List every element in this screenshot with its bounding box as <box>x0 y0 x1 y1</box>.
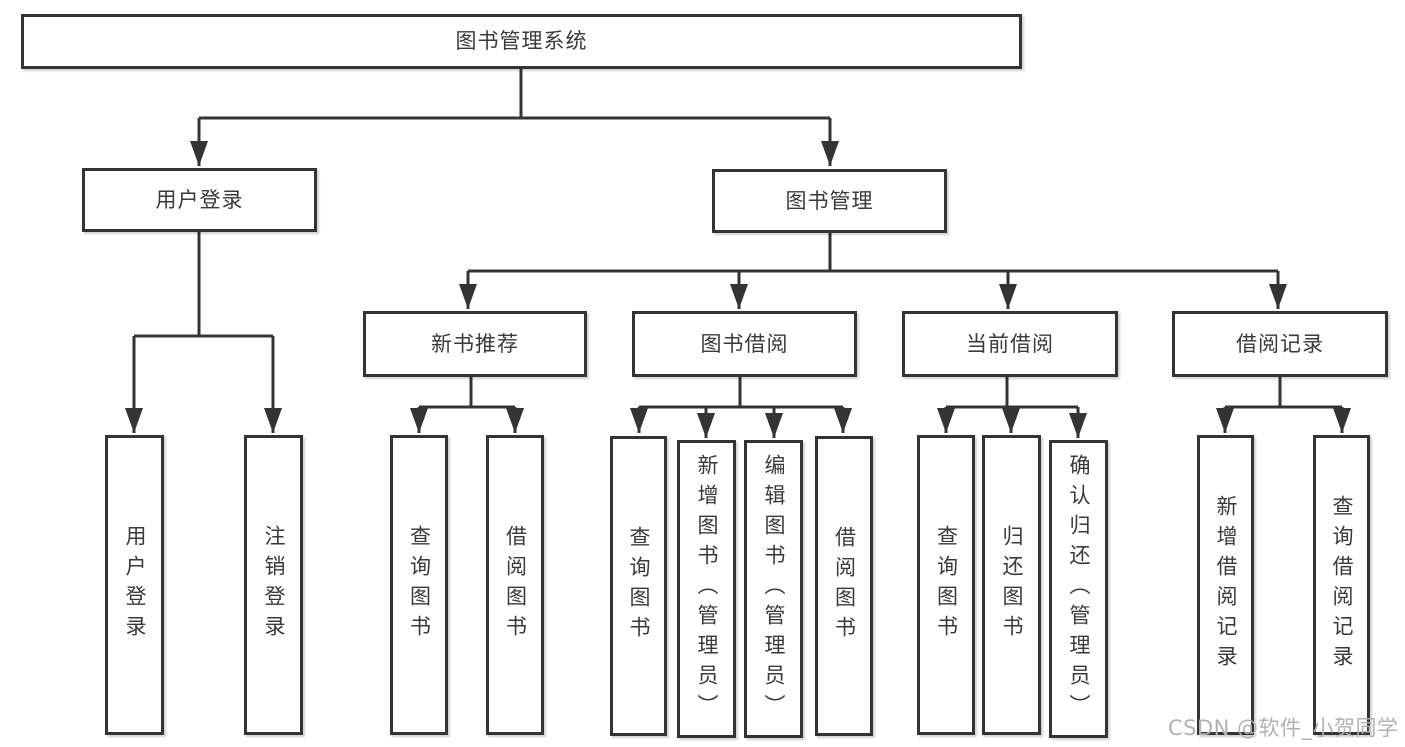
leaf-add-book-admin: 新增图书（管理员） <box>677 440 736 738</box>
leaf-label: 查询借阅记录 <box>1330 495 1354 675</box>
leaf-label: 查询图书 <box>934 525 959 645</box>
node-book-borrowing: 图书借阅 <box>632 311 857 377</box>
leaf-label: 借阅图书 <box>503 525 528 645</box>
leaf-label: 查询图书 <box>407 525 432 645</box>
leaf-label: 归还图书 <box>1000 525 1024 645</box>
leaf-borrow-books-borrowing: 借阅图书 <box>815 436 873 736</box>
leaf-label: 新增借阅记录 <box>1214 495 1238 675</box>
csdn-watermark: CSDN @软件_小贺同学 <box>1168 716 1399 740</box>
leaf-label: 借阅图书 <box>832 526 857 646</box>
leaf-edit-book-admin: 编辑图书（管理员） <box>744 440 803 738</box>
leaf-confirm-return-admin: 确认归还（管理员） <box>1049 440 1108 738</box>
node-user-login: 用户登录 <box>82 168 317 232</box>
node-new-book-recommend: 新书推荐 <box>363 311 587 377</box>
leaf-logout: 注销登录 <box>244 435 303 735</box>
leaf-label: 用户登录 <box>123 525 147 645</box>
leaf-query-books-recommend: 查询图书 <box>390 435 448 735</box>
leaf-user-login: 用户登录 <box>105 435 164 735</box>
leaf-query-books-borrowing: 查询图书 <box>610 436 667 736</box>
node-label: 借阅记录 <box>1236 331 1324 356</box>
node-label: 图书管理 <box>785 188 874 213</box>
node-label: 新书推荐 <box>431 331 519 356</box>
node-label: 当前借阅 <box>966 331 1054 356</box>
leaf-query-books-current: 查询图书 <box>917 435 975 735</box>
leaf-label: 查询图书 <box>627 526 651 646</box>
leaf-label: 注销登录 <box>262 525 286 645</box>
leaf-return-books: 归还图书 <box>982 435 1041 735</box>
node-label: 用户登录 <box>155 187 244 212</box>
leaf-add-borrow-record: 新增借阅记录 <box>1197 435 1254 735</box>
node-label: 图书借阅 <box>700 331 789 356</box>
node-book-management: 图书管理 <box>712 169 947 233</box>
node-library-management-system: 图书管理系统 <box>21 14 1022 69</box>
leaf-label: 新增图书（管理员） <box>695 454 719 724</box>
node-label: 图书管理系统 <box>455 29 588 53</box>
node-current-borrowing: 当前借阅 <box>902 311 1118 377</box>
leaf-label: 编辑图书（管理员） <box>762 454 786 724</box>
leaf-label: 确认归还（管理员） <box>1067 454 1091 724</box>
leaf-borrow-books-recommend: 借阅图书 <box>486 435 544 735</box>
node-borrowing-records: 借阅记录 <box>1172 311 1388 377</box>
leaf-query-borrow-record: 查询借阅记录 <box>1313 435 1370 735</box>
